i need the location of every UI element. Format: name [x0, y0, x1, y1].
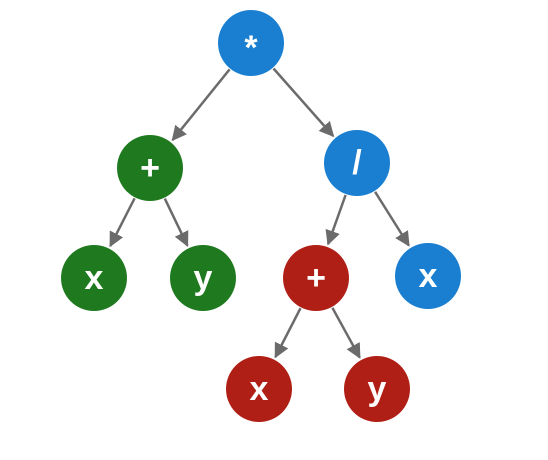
- edge-right-div-to-inner-plus: [325, 194, 347, 246]
- node-circle: [395, 243, 461, 309]
- edge-left-plus-to-left-y: [163, 198, 189, 247]
- node-circle: [283, 245, 349, 311]
- node-circle: [170, 245, 236, 311]
- node-left-plus: +: [117, 135, 183, 201]
- edge-root-mul-to-left-plus: [171, 68, 231, 142]
- node-label: y: [194, 259, 213, 297]
- node-circle: [61, 245, 127, 311]
- node-label: y: [368, 370, 387, 408]
- edge-left-plus-to-left-x: [109, 197, 136, 248]
- node-circle: [218, 10, 284, 76]
- node-left-x: x: [61, 245, 127, 311]
- node-label: *: [244, 29, 258, 67]
- edge-inner-plus-to-inner-y: [331, 307, 361, 359]
- node-label: x: [250, 370, 269, 408]
- edges-layer: [109, 67, 410, 359]
- node-circle: [117, 135, 183, 201]
- node-inner-plus: +: [283, 245, 349, 311]
- node-circle: [226, 356, 292, 422]
- node-left-y: y: [170, 245, 236, 311]
- edge-right-div-to-div-x: [374, 191, 410, 247]
- node-circle: [324, 130, 390, 196]
- node-div-x: x: [395, 243, 461, 309]
- node-circle: [344, 356, 410, 422]
- node-label: x: [85, 259, 104, 297]
- nodes-layer: * + / x y + x x y: [61, 10, 461, 422]
- node-inner-y: y: [344, 356, 410, 422]
- edge-inner-plus-to-inner-x: [274, 307, 302, 359]
- node-right-div: /: [324, 130, 390, 196]
- node-inner-x: x: [226, 356, 292, 422]
- node-label: x: [419, 257, 438, 295]
- edge-root-mul-to-right-div: [272, 67, 335, 138]
- node-root-mul: *: [218, 10, 284, 76]
- node-label: +: [140, 149, 160, 187]
- node-label: +: [306, 259, 326, 297]
- node-label: /: [352, 144, 362, 182]
